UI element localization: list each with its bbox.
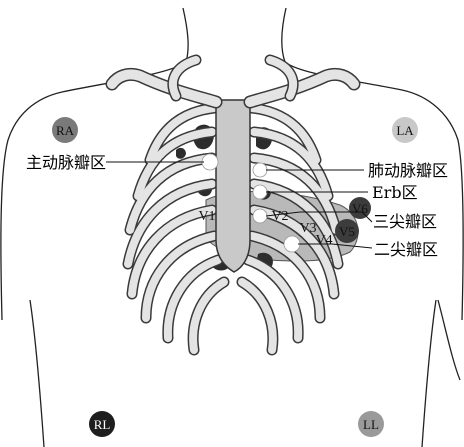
clavicles	[112, 74, 354, 102]
rl-electrode: RL	[89, 411, 115, 437]
ll-label: LL	[363, 417, 379, 432]
pulmonary-point	[253, 163, 267, 177]
erb-point	[253, 185, 267, 199]
ra-label: RA	[56, 123, 75, 138]
v6-electrode: V6	[349, 197, 371, 219]
aortic-point	[202, 154, 218, 170]
v5-label: V5	[339, 224, 355, 239]
v2-label: V2	[271, 209, 288, 224]
pulmonary-area-label: 肺动脉瓣区	[368, 161, 448, 180]
v6-label: V6	[352, 201, 368, 216]
rl-label: RL	[94, 417, 111, 432]
mitral-area-label: 二尖瓣区	[374, 240, 438, 259]
la-label: LA	[396, 123, 414, 138]
v4-label: V4	[315, 233, 332, 248]
ll-electrode: LL	[358, 411, 384, 437]
sternum	[216, 100, 250, 272]
erb-area-label: Erb区	[372, 183, 418, 202]
ra-electrode: RA	[52, 117, 78, 143]
v3-label: V3	[299, 221, 316, 236]
la-electrode: LA	[392, 117, 418, 143]
aortic-area-label: 主动脉瓣区	[26, 153, 106, 172]
tricuspid-area-label: 三尖瓣区	[373, 212, 437, 231]
v1-label: V1	[198, 209, 215, 224]
v5-electrode: V5	[335, 219, 359, 243]
tricuspid-point	[253, 209, 267, 223]
mitral-point	[284, 236, 300, 252]
